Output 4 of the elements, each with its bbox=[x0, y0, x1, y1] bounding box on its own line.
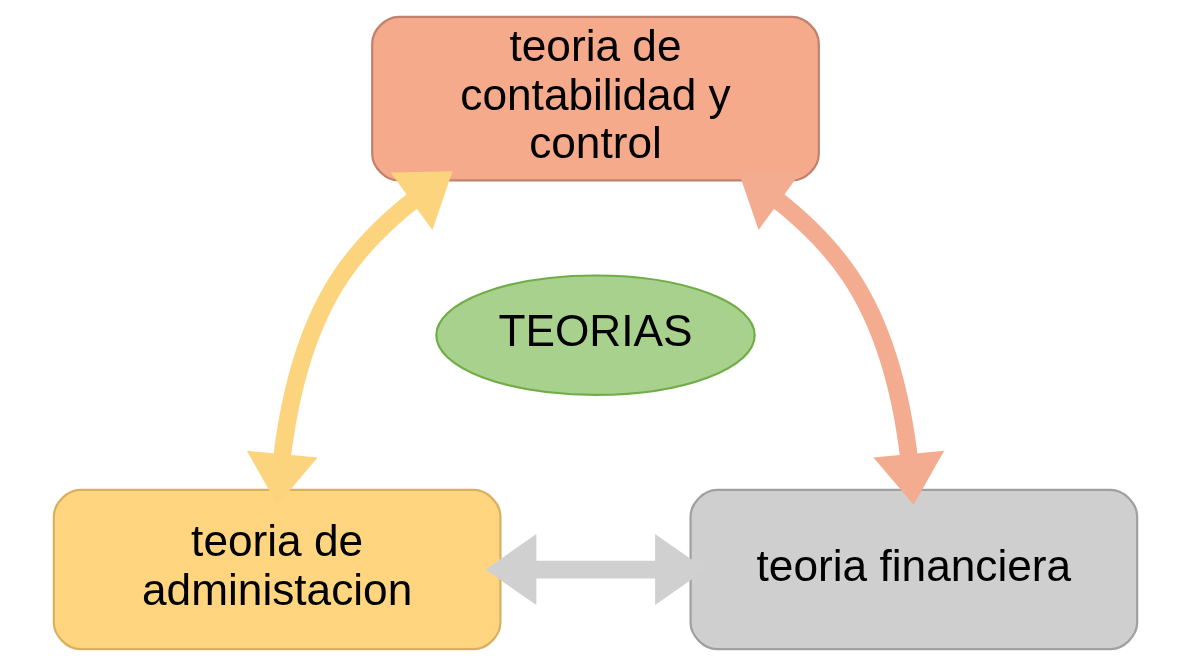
node-box: teoria financiera bbox=[689, 488, 1139, 651]
node-box: teoria de administacion bbox=[52, 488, 502, 651]
node-ellipse: TEORIAS bbox=[435, 274, 756, 396]
node-box: teoria de contabilidad y control bbox=[371, 15, 820, 182]
